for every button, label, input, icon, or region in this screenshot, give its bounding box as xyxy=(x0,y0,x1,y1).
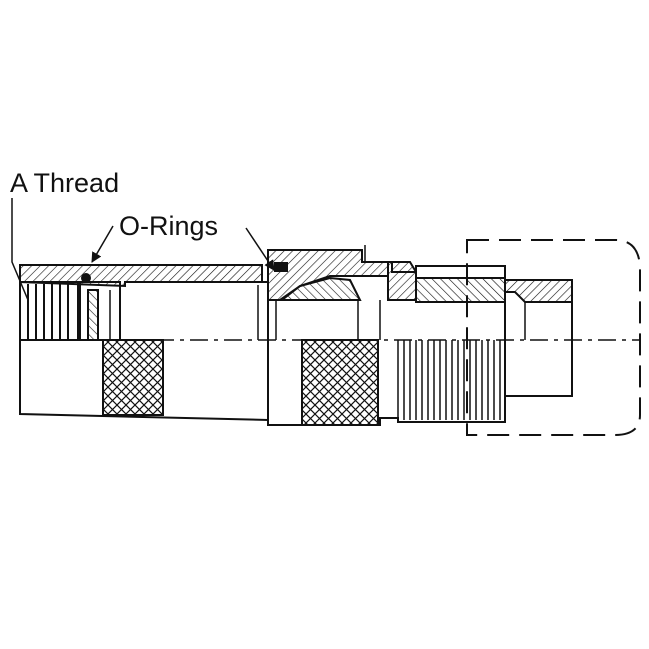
middle-body xyxy=(267,245,506,426)
inner-sleeve xyxy=(79,281,121,341)
a-thread-label: A Thread xyxy=(10,168,119,198)
a-thread-leader xyxy=(11,198,29,301)
o-ring-left-icon xyxy=(81,273,91,283)
coupling-nut-knurl xyxy=(102,339,164,416)
rear-adapter-wall xyxy=(504,279,573,303)
cable-phantom-outline xyxy=(466,239,641,436)
rear-adapter xyxy=(504,279,573,397)
grip-lines xyxy=(397,340,501,420)
inner-sleeve-hatch xyxy=(87,289,99,341)
back-ring xyxy=(415,277,506,303)
middle-body-knurl xyxy=(301,339,379,426)
o-rings-label: O-Rings xyxy=(119,211,218,241)
o-ring-leader-left xyxy=(91,225,114,263)
a-thread xyxy=(19,281,79,341)
middle-body-step xyxy=(387,261,417,301)
retainer-ring xyxy=(279,276,362,301)
coupling-nut xyxy=(19,264,269,422)
middle-body-wall xyxy=(267,249,389,301)
